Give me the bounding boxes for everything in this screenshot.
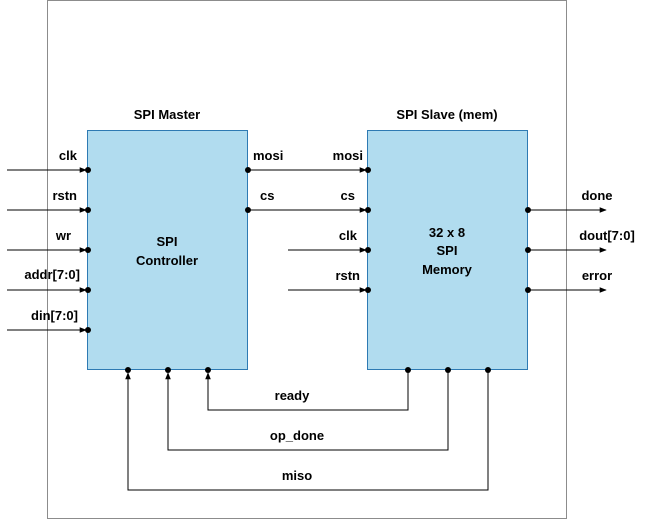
master-input-addr[interactable]: addr[7:0] <box>7 267 91 293</box>
miso-label: miso <box>282 468 312 483</box>
slave-output-done[interactable]: done <box>525 188 613 213</box>
slave-output-dout[interactable]: dout[7:0] <box>525 228 635 253</box>
mosi-connection[interactable]: mosi mosi <box>245 148 371 173</box>
slave-output-error[interactable]: error <box>525 268 612 293</box>
slave-input-mosi-label: mosi <box>333 148 363 163</box>
spi-slave-body-line-3: Memory <box>422 262 473 277</box>
master-input-clk-label: clk <box>59 148 78 163</box>
ready-label: ready <box>275 388 310 403</box>
spi-slave-body-line-2: SPI <box>437 243 458 258</box>
spi-master-body-line-2: Controller <box>136 253 198 268</box>
master-input-din-label: din[7:0] <box>31 308 78 323</box>
spi-master-body-line-1: SPI <box>157 234 178 249</box>
slave-input-rstn[interactable]: rstn <box>288 268 371 293</box>
slave-input-cs-label: cs <box>341 188 355 203</box>
spi-slave-title: SPI Slave (mem) <box>396 107 497 122</box>
miso-feedback[interactable]: miso <box>125 367 491 491</box>
master-output-mosi-label: mosi <box>253 148 283 163</box>
slave-output-error-label: error <box>582 268 612 283</box>
slave-output-dout-label: dout[7:0] <box>579 228 635 243</box>
slave-input-clk-label: clk <box>339 228 358 243</box>
op-done-feedback[interactable]: op_done <box>165 367 451 451</box>
spi-slave-body-line-1: 32 x 8 <box>429 225 465 240</box>
master-input-rstn[interactable]: rstn <box>7 188 91 213</box>
master-input-clk[interactable]: clk <box>7 148 91 173</box>
master-output-cs-label: cs <box>260 188 274 203</box>
cs-connection[interactable]: cs cs <box>245 188 371 213</box>
spi-slave-block[interactable] <box>367 130 528 370</box>
master-input-wr[interactable]: wr <box>7 228 91 253</box>
slave-output-done-label: done <box>581 188 612 203</box>
ready-feedback[interactable]: ready <box>205 367 411 411</box>
slave-input-rstn-label: rstn <box>335 268 360 283</box>
op-done-label: op_done <box>270 428 324 443</box>
spi-master-title: SPI Master <box>134 107 200 122</box>
spi-master-block[interactable] <box>87 130 248 370</box>
master-input-rstn-label: rstn <box>52 188 77 203</box>
master-input-din[interactable]: din[7:0] <box>7 308 91 333</box>
master-input-addr-label: addr[7:0] <box>24 267 80 282</box>
master-input-wr-label: wr <box>55 228 71 243</box>
slave-input-clk[interactable]: clk <box>288 228 371 253</box>
